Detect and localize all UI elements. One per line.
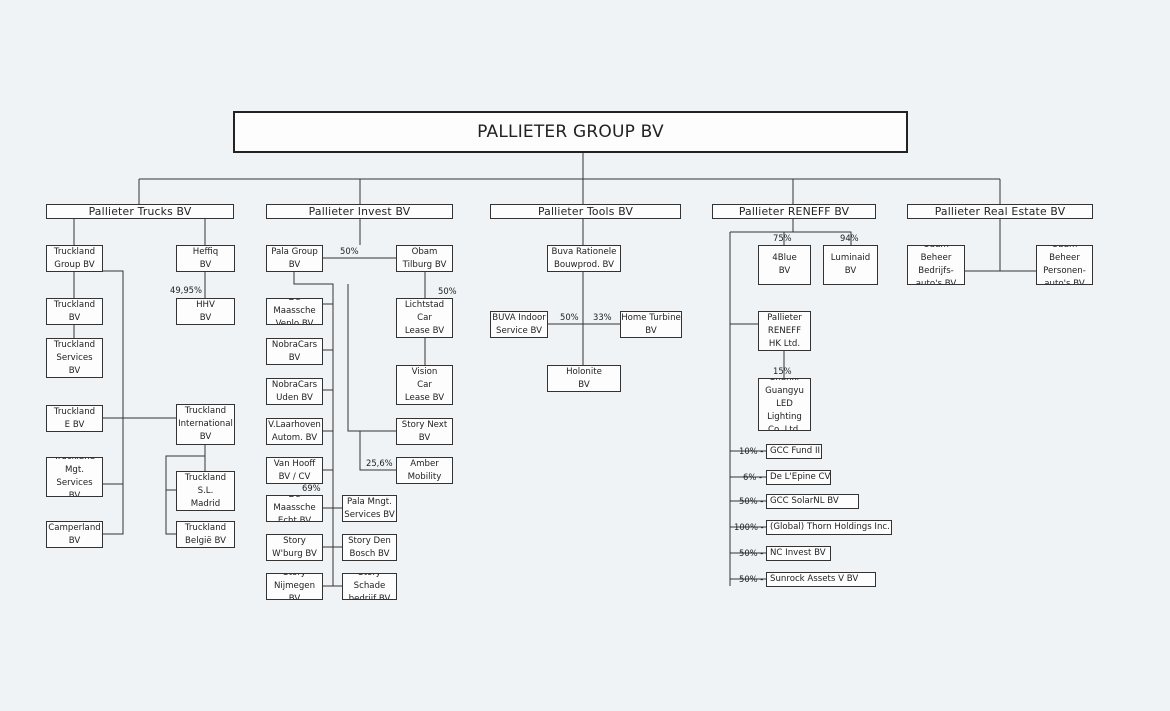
company-story-next: Story Next BV [396,418,453,445]
participation-pct: 50% - [739,496,764,506]
pct-obam: 50% [340,246,359,256]
pct-buva-indoor: 50% [560,312,579,322]
connector [165,444,206,535]
company-truckland-international: Truckland International BV [176,404,235,445]
company-truckland-services: Truckland Services BV [46,338,103,378]
pct-luminaid: 94% [840,233,859,243]
pct-4blue: 75% [773,233,792,243]
company-obam-bedrijfs: Obam Beheer Bedrijfs- auto's BV [907,245,965,285]
company-luminaid: Luminaid BV [823,245,878,285]
connector [73,270,177,535]
connector [347,284,397,471]
company-buva-rationele: Buva Rationele Bouwprod. BV [547,245,621,272]
connector [73,218,206,298]
participation-pct: 6% - [743,472,762,482]
company-van-hooff: Van Hooff BV / CV [266,457,323,484]
company-truckland-e: Truckland E BV [46,405,103,432]
participation-name: De L'Epine CV [766,470,831,485]
company-holonite: Holonite BV [547,365,621,392]
company-story-nijmegen: Story Nijmegen BV [266,573,323,600]
pct-lichtstad: 50% [438,286,457,296]
company-laarhoven: V.Laarhoven Autom. BV [266,418,323,445]
pct-amber: 25,6% [366,458,393,468]
company-truckland-belgie: Truckland België BV [176,521,235,548]
participation-pct: 50% - [739,574,764,584]
company-story-wburg: Story W'burg BV [266,534,323,561]
participation-name: GCC Fund II [766,444,822,459]
company-4blue: 4Blue BV [758,245,811,285]
company-amber: Amber Mobility [396,457,453,484]
connector [322,218,426,365]
participation-pct: 10% - [739,446,764,456]
pct-van-hooff: 69% [302,483,321,493]
company-camperland: Camperland BV [46,521,103,548]
company-vision: Vision Car Lease BV [396,365,453,405]
connector [293,271,343,587]
root-company: PALLIETER GROUP BV [233,111,908,153]
company-truckland-madrid: Truckland S.L. Madrid [176,471,235,511]
company-truckland-bv: Truckland BV [46,298,103,325]
pct-shanxi: 15% [773,366,792,376]
company-truckland-group: Truckland Group BV [46,245,103,272]
pct-hhv: 49,95% [170,285,202,295]
pct-home-turbine: 33% [593,312,612,322]
company-truckland-mgt: Truckland Mgt. Services BV [46,457,103,497]
connector [729,232,785,586]
company-pala-group: Pala Group BV [266,245,323,272]
participation-name: GCC SolarNL BV [766,494,859,509]
participation-name: (Global) Thorn Holdings Inc. [766,520,892,535]
company-lichtstad: Lichtstad Car Lease BV [396,298,453,338]
connector [547,218,620,365]
company-hhv: HHV BV [176,298,235,325]
company-home-turbine: Home Turbine BV [620,311,682,338]
company-nobracars-uden: NobraCars Uden BV [266,378,323,405]
division-real-estate: Pallieter Real Estate BV [907,204,1093,219]
company-pallieter-hk: Pallieter RENEFF HK Ltd. [758,311,811,351]
participation-pct: 50% - [739,548,764,558]
company-obam-tilburg: Obam Tilburg BV [396,245,453,272]
connector [730,218,852,245]
division-reneff: Pallieter RENEFF BV [712,204,876,219]
connector [138,152,1001,204]
participation-name: NC Invest BV [766,546,831,561]
company-obam-personen: Obam Beheer Personen- auto's BV [1036,245,1093,285]
company-pala-mngt: Pala Mngt. Services BV [342,495,397,522]
company-buva-indoor: BUVA Indoor Service BV [490,311,548,338]
participation-name: Sunrock Assets V BV [766,572,876,587]
company-story-schade: Story Schade bedrijf BV [342,573,397,600]
participation-pct: 100% - [734,522,764,532]
company-story-den-bosch: Story Den Bosch BV [342,534,397,561]
company-maassche-venlo: De Maassche Venlo BV [266,298,323,325]
company-maassche-echt: De Maassche Echt BV [266,495,323,522]
connector [964,218,1037,272]
division-tools: Pallieter Tools BV [490,204,681,219]
division-trucks: Pallieter Trucks BV [46,204,234,219]
company-nobracars: NobraCars BV [266,338,323,365]
company-heffiq: Heffiq BV [176,245,235,272]
company-shanxi: Shanxi Guangyu LED Lighting Co. Ltd. [758,378,811,431]
division-invest: Pallieter Invest BV [266,204,453,219]
